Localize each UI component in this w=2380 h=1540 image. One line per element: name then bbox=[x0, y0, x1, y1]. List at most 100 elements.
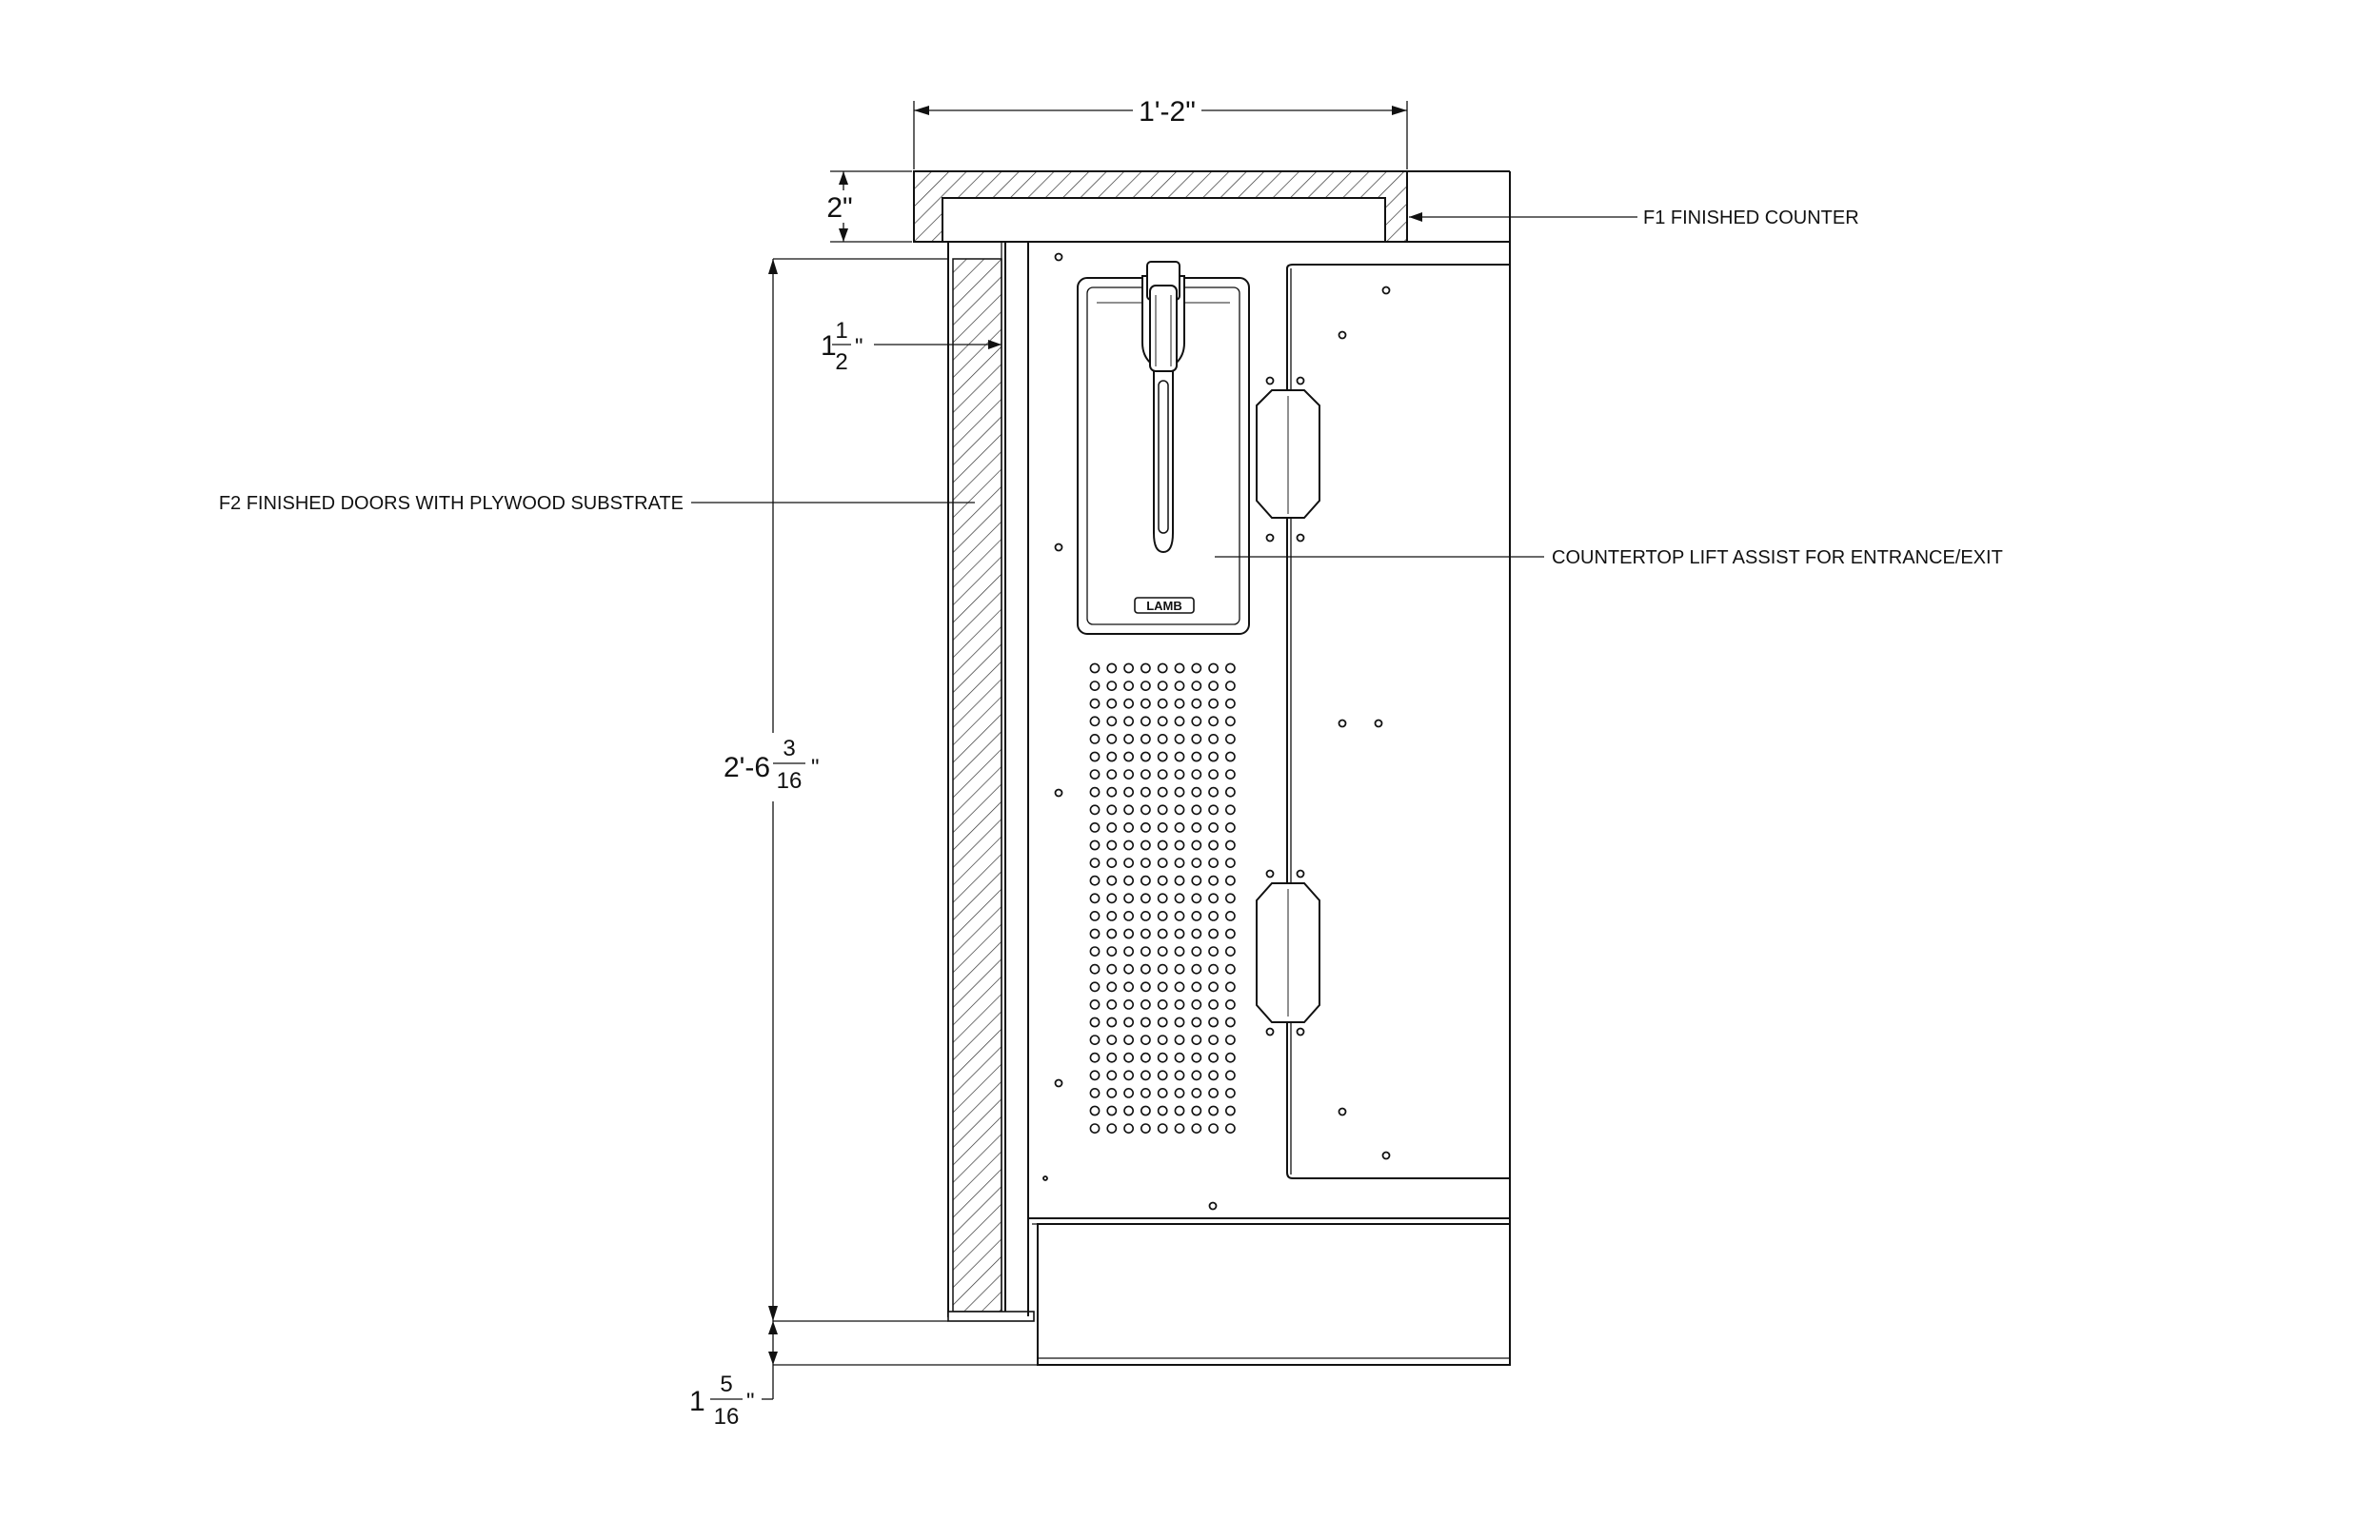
grill-hole bbox=[1191, 769, 1202, 780]
grill-hole bbox=[1191, 1105, 1202, 1116]
grill-hole bbox=[1225, 893, 1236, 904]
grill-hole bbox=[1208, 822, 1219, 833]
grill-hole bbox=[1140, 999, 1151, 1010]
grill-hole bbox=[1157, 769, 1168, 780]
grill-hole bbox=[1123, 946, 1134, 957]
grill-hole bbox=[1225, 822, 1236, 833]
grill-hole bbox=[1123, 1105, 1134, 1116]
grill-hole bbox=[1191, 946, 1202, 957]
grill-hole bbox=[1106, 681, 1118, 691]
grill-hole bbox=[1140, 662, 1151, 674]
grill-hole bbox=[1157, 822, 1168, 833]
base-offset-unit: " bbox=[746, 1389, 755, 1414]
grill-hole bbox=[1208, 963, 1219, 975]
grill-hole bbox=[1123, 839, 1134, 851]
grill-hole bbox=[1140, 751, 1151, 762]
grill-hole bbox=[1225, 875, 1236, 886]
grill-hole bbox=[1089, 716, 1101, 727]
grill-hole bbox=[1208, 999, 1219, 1010]
grill-hole bbox=[1106, 1035, 1118, 1045]
grill-hole bbox=[1140, 1105, 1151, 1116]
grill-hole bbox=[1157, 858, 1168, 868]
grill-hole bbox=[1208, 681, 1219, 691]
grill-hole bbox=[1106, 716, 1118, 727]
grill-hole bbox=[1123, 963, 1134, 975]
grill-hole bbox=[1140, 1070, 1151, 1081]
grill-hole bbox=[1191, 786, 1202, 798]
grill-hole bbox=[1208, 858, 1219, 868]
grill-hole bbox=[1191, 1123, 1202, 1134]
grill-hole bbox=[1089, 911, 1101, 921]
overall-height-den: 16 bbox=[777, 768, 803, 794]
grill-hole bbox=[1089, 822, 1101, 833]
grill-hole bbox=[1123, 1070, 1134, 1081]
grill-hole bbox=[1157, 981, 1168, 993]
grill-hole bbox=[1157, 681, 1168, 691]
grill-hole bbox=[1208, 1017, 1219, 1028]
grill-hole bbox=[1208, 911, 1219, 921]
grill-hole bbox=[1140, 804, 1151, 816]
grill-hole bbox=[1225, 698, 1236, 709]
grill-hole bbox=[1157, 928, 1168, 939]
lift-assist-label: COUNTERTOP LIFT ASSIST FOR ENTRANCE/EXIT bbox=[1552, 547, 2003, 568]
grill-hole bbox=[1140, 1035, 1151, 1045]
grill-hole bbox=[1089, 1070, 1101, 1081]
grill-hole bbox=[1208, 946, 1219, 957]
grill-hole bbox=[1140, 839, 1151, 851]
grill-hole bbox=[1174, 804, 1185, 816]
grill-hole bbox=[1225, 1070, 1236, 1081]
grill-hole bbox=[1140, 822, 1151, 833]
grill-hole bbox=[1208, 928, 1219, 939]
grill-hole bbox=[1174, 963, 1185, 975]
grill-hole bbox=[1140, 716, 1151, 727]
grill-hole bbox=[1140, 1017, 1151, 1028]
grill-hole bbox=[1140, 981, 1151, 993]
grill-hole bbox=[1174, 981, 1185, 993]
grill-hole bbox=[1106, 1123, 1118, 1134]
grill-hole bbox=[1157, 734, 1168, 744]
grill-hole bbox=[1106, 1105, 1118, 1116]
grill-hole bbox=[1225, 963, 1236, 975]
grill-hole bbox=[1106, 1088, 1118, 1098]
grill-hole bbox=[1208, 1035, 1219, 1045]
dimension-base-offset: 1 5 16 " bbox=[689, 1321, 1038, 1430]
grill-hole bbox=[1106, 662, 1118, 674]
finished-doors-label: F2 FINISHED DOORS WITH PLYWOOD SUBSTRATE bbox=[219, 493, 684, 514]
base-offset-num: 5 bbox=[720, 1372, 732, 1397]
grill-hole bbox=[1123, 1123, 1134, 1134]
grill-hole bbox=[1191, 1017, 1202, 1028]
grill-hole bbox=[1089, 769, 1101, 780]
grill-hole bbox=[1089, 662, 1101, 674]
grill-hole bbox=[1106, 893, 1118, 904]
door-offset-whole: 1 bbox=[821, 330, 837, 362]
grill-hole bbox=[1140, 1052, 1151, 1063]
grill-hole bbox=[1225, 839, 1236, 851]
grill-hole bbox=[1225, 769, 1236, 780]
grill-hole bbox=[1089, 981, 1101, 993]
grill-hole bbox=[1157, 875, 1168, 886]
grill-hole bbox=[1089, 963, 1101, 975]
grill-hole bbox=[1208, 804, 1219, 816]
grill-hole bbox=[1225, 858, 1236, 868]
grill-hole bbox=[1191, 681, 1202, 691]
grill-hole bbox=[1089, 1035, 1101, 1045]
grill-hole bbox=[1089, 698, 1101, 709]
grill-hole bbox=[1191, 1052, 1202, 1063]
grill-hole bbox=[1225, 751, 1236, 762]
grill-hole bbox=[1089, 804, 1101, 816]
grill-hole bbox=[1225, 1088, 1236, 1098]
grill-hole bbox=[1106, 999, 1118, 1010]
grill-hole bbox=[1208, 1052, 1219, 1063]
grill-hole bbox=[1191, 858, 1202, 868]
grill-hole bbox=[1140, 786, 1151, 798]
grill-hole bbox=[1225, 1017, 1236, 1028]
grill-hole bbox=[1225, 999, 1236, 1010]
grill-hole bbox=[1191, 1088, 1202, 1098]
grill-hole bbox=[1140, 1088, 1151, 1098]
grill-hole bbox=[1089, 786, 1101, 798]
side-panel bbox=[1286, 264, 1511, 1179]
grill-hole bbox=[1106, 946, 1118, 957]
top-width-text: 1'-2" bbox=[1139, 96, 1196, 128]
grill-hole bbox=[1208, 1123, 1219, 1134]
